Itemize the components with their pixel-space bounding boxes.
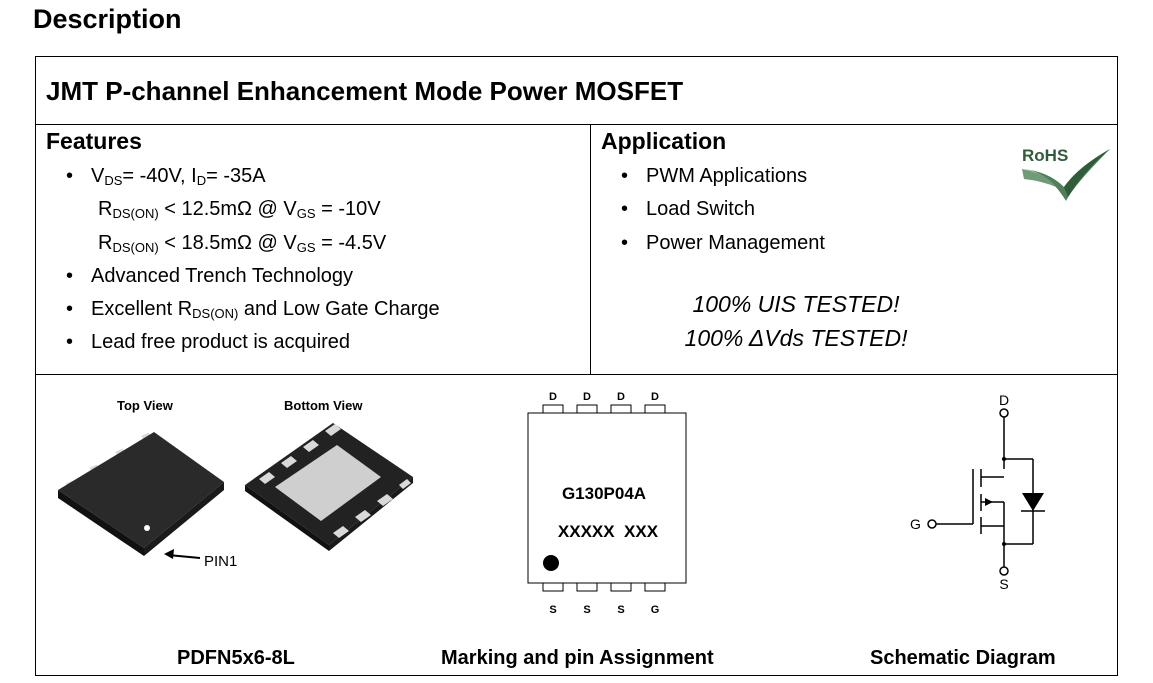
lot-code-marking: XXXXX XXX (558, 522, 659, 541)
feature-rds-4v5: RDS(ON) < 18.5mΩ @ VGS = -4.5V (98, 231, 387, 255)
dvds-tested-text: 100% ΔVds TESTED! (684, 325, 908, 351)
part-number-marking: G130P04A (562, 484, 646, 503)
package-caption: PDFN5x6-8L (177, 647, 295, 669)
device-title: JMT P-channel Enhancement Mode Power MOS… (46, 76, 684, 106)
pin-letter: D (583, 391, 591, 403)
pin-letter: S (583, 604, 590, 616)
pin-letter: D (549, 391, 557, 403)
application-list: PWM Applications Load Switch Power Manag… (621, 160, 825, 261)
pin1-label: PIN1 (204, 553, 238, 570)
marking-caption: Marking and pin Assignment (441, 647, 714, 669)
pin1-arrow (164, 549, 204, 568)
svg-text:RoHS: RoHS (1022, 146, 1068, 165)
schematic-caption: Schematic Diagram (870, 647, 1056, 669)
feature-excellent-rds: Excellent RDS(ON) and Low Gate Charge (66, 293, 440, 327)
section-heading: Description (33, 4, 182, 34)
feature-vds-id: VDS= -40V, ID= -35A (66, 160, 440, 194)
pin-letter: G (651, 604, 660, 616)
feature-lead-free: Lead free product is acquired (66, 326, 440, 360)
drain-label: D (999, 392, 1009, 408)
gate-label: G (910, 516, 921, 532)
rohs-logo: RoHS (1018, 141, 1118, 212)
application-item: Power Management (621, 227, 825, 261)
application-item: PWM Applications (621, 160, 825, 194)
pin-letter: D (617, 391, 625, 403)
pin-letter: D (651, 391, 659, 403)
marking-diagram: D D D D 8 7 6 5 1 2 3 4 S S S G (516, 387, 696, 627)
source-label: S (999, 576, 1008, 592)
description-table: JMT P-channel Enhancement Mode Power MOS… (35, 56, 1118, 676)
package-top-view-image (54, 422, 234, 567)
features-title: Features (46, 128, 142, 154)
top-view-label: Top View (117, 398, 173, 413)
feature-trench: Advanced Trench Technology (66, 260, 440, 294)
features-list: VDS= -40V, ID= -35A RDS(ON) < 12.5mΩ @ V… (66, 160, 440, 360)
feature-rds-10v: RDS(ON) < 12.5mΩ @ VGS = -10V (98, 198, 381, 222)
figures-divider (36, 374, 1117, 375)
schematic-diagram: D G S (901, 389, 1081, 624)
pin-letter: S (617, 604, 624, 616)
column-divider (590, 124, 591, 374)
title-divider (36, 124, 1117, 125)
pin1-dot (543, 555, 559, 571)
pin-letter: S (549, 604, 556, 616)
application-title: Application (601, 128, 727, 154)
package-bottom-view-image (241, 415, 421, 560)
application-item: Load Switch (621, 193, 825, 227)
uis-tested-text: 100% UIS TESTED! (692, 291, 900, 317)
bottom-view-label: Bottom View (284, 398, 363, 413)
